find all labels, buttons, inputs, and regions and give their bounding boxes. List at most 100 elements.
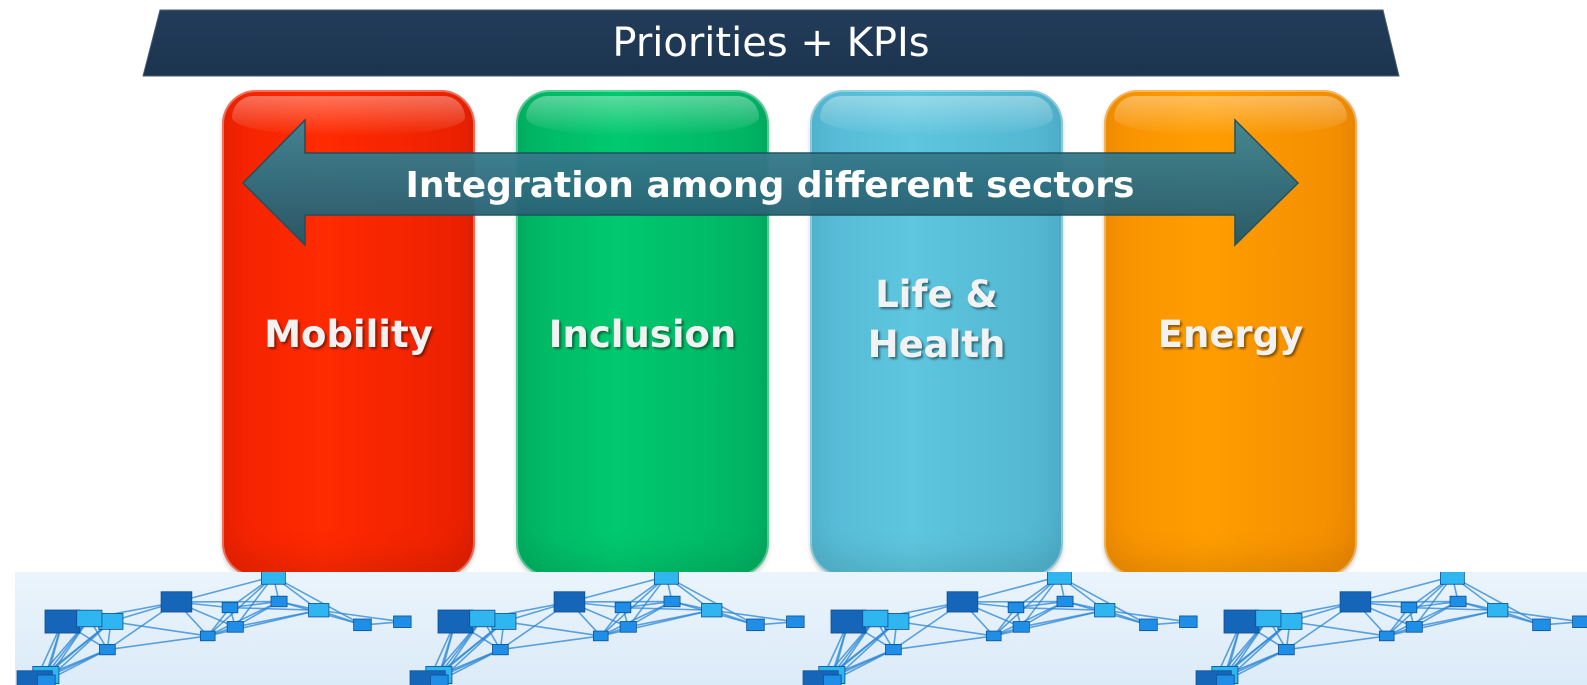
network-node bbox=[1216, 674, 1235, 685]
network-link bbox=[1021, 609, 1105, 628]
network-node bbox=[1255, 609, 1282, 628]
network-link bbox=[503, 620, 601, 637]
network-node bbox=[1223, 609, 1260, 634]
network-node bbox=[492, 643, 509, 656]
network-node bbox=[1339, 591, 1372, 613]
network-node bbox=[746, 618, 765, 632]
network-node bbox=[1277, 613, 1303, 630]
double-arrow-icon bbox=[241, 118, 1300, 247]
network-link bbox=[272, 575, 363, 626]
network-foundation bbox=[15, 572, 1587, 685]
network-link bbox=[1286, 635, 1387, 651]
network-node bbox=[1012, 621, 1030, 633]
network-link bbox=[110, 620, 208, 637]
roof-banner bbox=[142, 9, 1400, 77]
network-node bbox=[160, 591, 193, 613]
network-node bbox=[226, 621, 244, 633]
network-link bbox=[569, 575, 667, 603]
network-link bbox=[1408, 606, 1498, 612]
network-node bbox=[221, 602, 239, 614]
network-node bbox=[1439, 572, 1465, 585]
network-node bbox=[823, 674, 842, 685]
network-link bbox=[627, 575, 668, 628]
network-link bbox=[893, 635, 994, 651]
network-node bbox=[1278, 643, 1295, 656]
network-node bbox=[701, 603, 723, 618]
network-link bbox=[500, 635, 601, 651]
network-node bbox=[199, 630, 216, 642]
network-node bbox=[1179, 615, 1198, 628]
network-link bbox=[1289, 620, 1387, 637]
pillar-label: Life & Health bbox=[867, 273, 1006, 366]
network-node bbox=[614, 602, 632, 614]
network-node bbox=[1572, 615, 1587, 628]
network-link bbox=[1015, 606, 1105, 612]
network-link bbox=[1355, 575, 1453, 603]
network-link bbox=[711, 609, 796, 623]
network-link bbox=[962, 575, 1060, 603]
network-node bbox=[430, 674, 449, 685]
network-node bbox=[437, 609, 474, 634]
network-link bbox=[622, 606, 712, 612]
network-node bbox=[37, 674, 56, 685]
network-node bbox=[270, 595, 288, 608]
network-link bbox=[600, 600, 673, 637]
network-node bbox=[1400, 602, 1418, 614]
network-node bbox=[1405, 621, 1423, 633]
pillar-label: Energy bbox=[1157, 313, 1304, 356]
network-node bbox=[99, 643, 116, 656]
network-node bbox=[76, 609, 103, 628]
network-link bbox=[628, 609, 712, 628]
network-link bbox=[229, 606, 319, 612]
network-link bbox=[107, 635, 208, 651]
network-link bbox=[207, 600, 280, 637]
network-mesh-icon bbox=[16, 572, 1587, 685]
network-node bbox=[44, 609, 81, 634]
network-node bbox=[592, 630, 609, 642]
network-node bbox=[469, 609, 496, 628]
network-node bbox=[1532, 618, 1551, 632]
network-node bbox=[308, 603, 330, 618]
network-node bbox=[653, 572, 679, 585]
roof-title: Priorities + KPIs bbox=[612, 20, 930, 66]
network-node bbox=[553, 591, 586, 613]
network-node bbox=[884, 613, 910, 630]
network-node bbox=[830, 609, 867, 634]
network-node bbox=[786, 615, 805, 628]
network-node bbox=[393, 615, 412, 628]
network-link bbox=[1451, 575, 1542, 626]
network-node bbox=[260, 572, 286, 585]
network-node bbox=[1056, 595, 1074, 608]
network-link bbox=[896, 620, 994, 637]
network-node bbox=[885, 643, 902, 656]
network-link bbox=[1020, 575, 1061, 628]
network-link bbox=[1413, 575, 1454, 628]
network-node bbox=[985, 630, 1002, 642]
network-link bbox=[176, 575, 274, 603]
arrow-label: Integration among different sectors bbox=[405, 164, 1135, 206]
network-link bbox=[1104, 609, 1189, 623]
network-node bbox=[1139, 618, 1158, 632]
network-node bbox=[1046, 572, 1072, 585]
network-node bbox=[1094, 603, 1116, 618]
network-node bbox=[353, 618, 372, 632]
network-link bbox=[1386, 600, 1459, 637]
network-node bbox=[1007, 602, 1025, 614]
network-node bbox=[491, 613, 517, 630]
network-link bbox=[234, 575, 275, 628]
network-link bbox=[318, 609, 403, 623]
pillar-label: Inclusion bbox=[548, 313, 737, 356]
network-node bbox=[946, 591, 979, 613]
network-node bbox=[98, 613, 124, 630]
network-link bbox=[1497, 609, 1582, 623]
network-node bbox=[1378, 630, 1395, 642]
network-node bbox=[619, 621, 637, 633]
network-node bbox=[1487, 603, 1509, 618]
network-node bbox=[862, 609, 889, 628]
network-node bbox=[1449, 595, 1467, 608]
network-link bbox=[235, 609, 319, 628]
network-link bbox=[993, 600, 1066, 637]
network-link bbox=[665, 575, 756, 626]
network-link bbox=[1414, 609, 1498, 628]
network-node bbox=[663, 595, 681, 608]
